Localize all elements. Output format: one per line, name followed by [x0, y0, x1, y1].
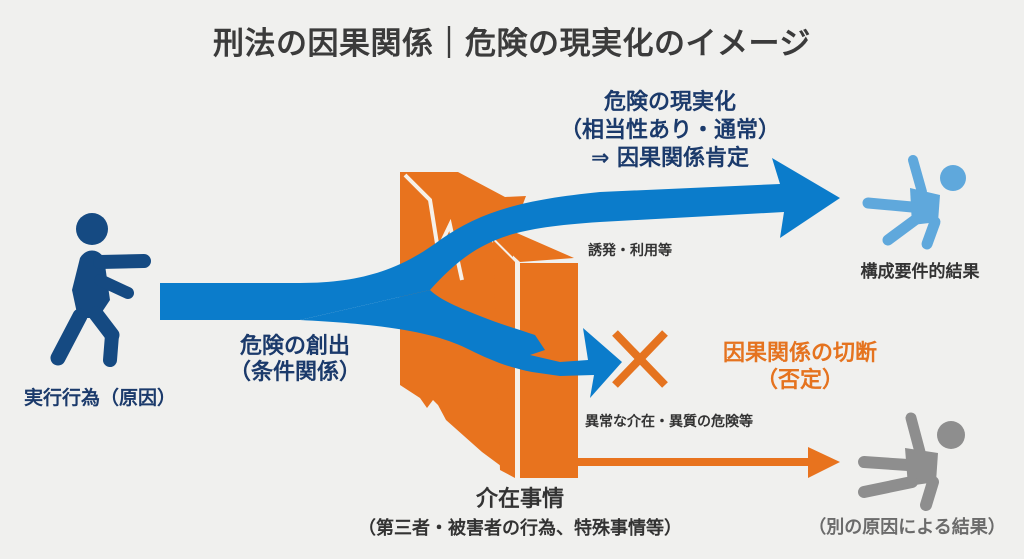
other-result-label: （別の原因による結果） — [808, 517, 1006, 538]
severance-line2: （否定） — [755, 368, 844, 393]
severed-arrow — [300, 290, 622, 398]
realization-label: 危険の現実化 （相当性あり・通常） ⇒ 因果関係肯定 — [520, 89, 820, 173]
realization-line1: 危険の現実化 — [603, 90, 736, 115]
creation-line2: （条件関係） — [228, 360, 361, 385]
realization-line3: ⇒ 因果関係肯定 — [590, 146, 750, 171]
induce-note: 誘発・利用等 — [588, 243, 672, 259]
walking-person-icon — [50, 213, 151, 367]
creation-label: 危険の創出 （条件関係） — [205, 334, 385, 386]
creation-line1: 危険の創出 — [239, 334, 350, 359]
page-title: 刑法の因果関係｜危険の現実化のイメージ — [213, 26, 811, 62]
abnormal-note: 異常な介在・異質の危険等 — [585, 414, 753, 430]
result-label: 構成要件的結果 — [860, 262, 980, 282]
cross-mark-icon — [612, 330, 668, 388]
severance-line1: 因果関係の切断 — [722, 341, 877, 366]
intervening-subtitle: （第三者・被害者の行為、特殊事情等） — [358, 518, 682, 539]
orange-deviation-arrow — [576, 447, 840, 478]
falling-person-icon — [862, 155, 966, 250]
actor-label: 実行行為（原因） — [23, 387, 176, 409]
severance-label: 因果関係の切断 （否定） — [670, 340, 930, 394]
intervening-title: 介在事情 — [475, 487, 564, 512]
realization-arrow — [160, 158, 840, 320]
falling-person-gray-icon — [858, 412, 965, 511]
realization-line2: （相当性あり・通常） — [559, 118, 780, 143]
